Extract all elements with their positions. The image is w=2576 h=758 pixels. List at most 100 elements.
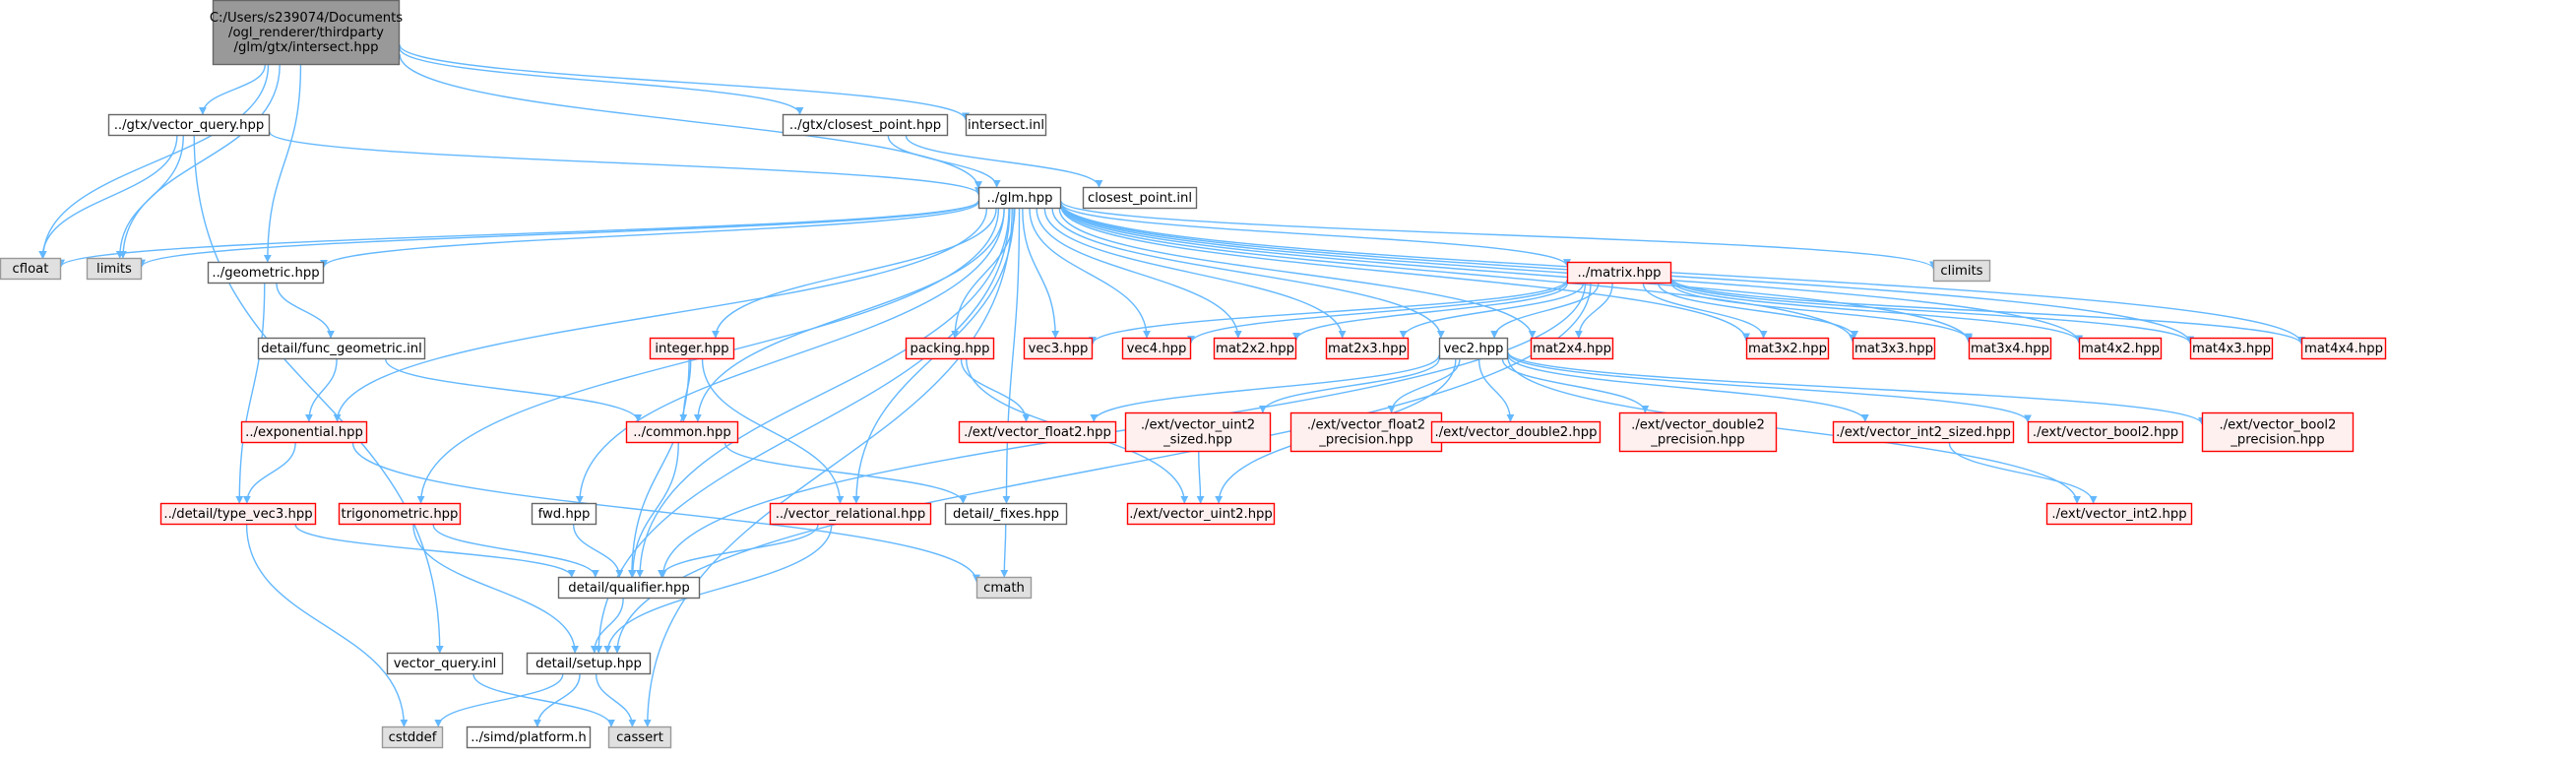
node-label: ../exponential.hpp xyxy=(245,425,363,440)
node-box xyxy=(625,420,739,444)
node-trigonometric-hpp[interactable]: trigonometric.hpp xyxy=(338,502,462,526)
node-climits: climits xyxy=(1932,259,1991,283)
node-vector-double2-hpp[interactable]: ./ext/vector_double2.hpp xyxy=(1430,420,1602,444)
node-vector-uint2-hpp[interactable]: ./ext/vector_uint2.hpp xyxy=(1126,502,1276,526)
node-label: ../glm.hpp xyxy=(987,191,1053,206)
edge-root-to-intersect-inl xyxy=(399,44,970,121)
node-label: ../matrix.hpp xyxy=(1577,266,1661,281)
node-closest-point-hpp[interactable]: ../gtx/closest_point.hpp xyxy=(782,113,949,137)
node-box xyxy=(386,652,504,675)
node-mat3x4-hpp[interactable]: mat3x4.hpp xyxy=(1968,337,2052,360)
edge-trigonometric-hpp-to-qualifier-hpp xyxy=(432,524,599,578)
node-label: mat4x4.hpp xyxy=(2304,342,2383,356)
node-vector-query-inl[interactable]: vector_query.inl xyxy=(386,652,504,675)
edge-glm-hpp-to-mat3x2-hpp xyxy=(1060,206,1750,342)
edge-geometric-hpp-to-func-geometric-inl xyxy=(276,283,335,339)
edge-root-to-closest-point-hpp xyxy=(399,47,804,115)
edge-vec2-hpp-to-vector-uint2-sized-hpp xyxy=(1258,358,1440,413)
node-exponential-hpp[interactable]: ../exponential.hpp xyxy=(240,420,368,444)
node-mat2x2-hpp[interactable]: mat2x2.hpp xyxy=(1213,337,1297,360)
node-mat3x2-hpp[interactable]: mat3x2.hpp xyxy=(1745,337,1830,360)
edge-glm-hpp-to-mat4x4-hpp xyxy=(1060,202,2305,345)
edge-vector-query-hpp-to-cfloat xyxy=(38,135,178,259)
node-common-hpp[interactable]: ../common.hpp xyxy=(625,420,739,444)
node-box xyxy=(1126,502,1276,526)
node-mat2x4-hpp[interactable]: mat2x4.hpp xyxy=(1530,337,1614,360)
node-intersect-inl[interactable]: intersect.inl xyxy=(965,113,1047,137)
node-matrix-hpp[interactable]: ../matrix.hpp xyxy=(1566,261,1672,284)
node-packing-hpp[interactable]: packing.hpp xyxy=(905,337,995,360)
edge-exponential-hpp-to-type-vec3-hpp xyxy=(242,442,296,504)
node-box xyxy=(257,337,426,360)
node-label: mat4x3.hpp xyxy=(2192,342,2271,356)
node-mat4x3-hpp[interactable]: mat4x3.hpp xyxy=(2189,337,2274,360)
node-box xyxy=(1566,261,1672,284)
edge-glm-hpp-to-mat2x2-hpp xyxy=(1036,208,1242,339)
node-box xyxy=(958,420,1117,444)
node-setup-hpp[interactable]: detail/setup.hpp xyxy=(526,652,652,675)
node-vector-float2-precision-hpp[interactable]: ./ext/vector_float2_precision.hpp xyxy=(1289,411,1443,453)
node-mat4x4-hpp[interactable]: mat4x4.hpp xyxy=(2300,337,2387,360)
node-vector-int2-sized-hpp[interactable]: ./ext/vector_int2_sized.hpp xyxy=(1832,420,2015,444)
node-label: ./ext/vector_bool2.hpp xyxy=(2033,425,2178,440)
node-label: ../geometric.hpp xyxy=(212,266,319,281)
node-vec3-hpp[interactable]: vec3.hpp xyxy=(1023,337,1094,360)
node-vec2-hpp[interactable]: vec2.hpp xyxy=(1438,337,1509,360)
edge-glm-hpp-to-setup-hpp xyxy=(595,208,1011,654)
node-vector-uint2-sized-hpp[interactable]: ./ext/vector_uint2_sized.hpp xyxy=(1124,411,1272,453)
node-label: _precision.hpp xyxy=(1650,433,1744,448)
node-label: /ogl_renderer/thirdparty xyxy=(228,26,384,40)
node-mat3x3-hpp[interactable]: mat3x3.hpp xyxy=(1852,337,1936,360)
node-geometric-hpp[interactable]: ../geometric.hpp xyxy=(207,261,325,284)
node-box xyxy=(1745,337,1830,360)
node-label: vec4.hpp xyxy=(1127,342,1187,356)
node-vector-bool2-precision-hpp[interactable]: ./ext/vector_bool2_precision.hpp xyxy=(2201,411,2355,453)
node-closest-point-inl[interactable]: closest_point.inl xyxy=(1082,186,1198,210)
node-vector-double2-precision-hpp[interactable]: ./ext/vector_double2_precision.hpp xyxy=(1618,411,1778,453)
node-label: ./ext/vector_double2 xyxy=(1631,418,1765,433)
edge-glm-hpp-to-vec2-hpp xyxy=(1051,208,1445,339)
node-label: detail/setup.hpp xyxy=(535,657,642,671)
edge-matrix-hpp-to-vec4-hpp xyxy=(1187,281,1568,345)
node-glm-hpp[interactable]: ../glm.hpp xyxy=(977,186,1062,210)
node-vector-float2-hpp[interactable]: ./ext/vector_float2.hpp xyxy=(958,420,1117,444)
node-integer-hpp[interactable]: integer.hpp xyxy=(649,337,735,360)
edge-glm-hpp-to-fwd-hpp xyxy=(575,208,1005,504)
node-fwd-hpp[interactable]: fwd.hpp xyxy=(531,502,597,526)
node-mat2x3-hpp[interactable]: mat2x3.hpp xyxy=(1325,337,1410,360)
node-vector-int2-hpp[interactable]: ./ext/vector_int2.hpp xyxy=(2045,502,2193,526)
node-box xyxy=(207,261,325,284)
node-cmath: cmath xyxy=(975,576,1033,600)
edge-glm-hpp-to-integer-hpp xyxy=(711,208,997,339)
node-label: /glm/gtx/intersect.hpp xyxy=(234,40,379,55)
edge-glm-hpp-to-mat3x3-hpp xyxy=(1060,205,1856,343)
node-vector-relational-hpp[interactable]: ../vector_relational.hpp xyxy=(769,502,932,526)
edge-vec2-hpp-to-vector-int2-hpp xyxy=(1507,356,2081,504)
node-qualifier-hpp[interactable]: detail/qualifier.hpp xyxy=(557,576,701,600)
node-limits: limits xyxy=(86,257,143,281)
node-vec4-hpp[interactable]: vec4.hpp xyxy=(1121,337,1192,360)
node-box xyxy=(965,113,1047,137)
node-label: closest_point.inl xyxy=(1088,191,1192,206)
edge-matrix-hpp-to-mat4x4-hpp xyxy=(1670,278,2305,346)
edge-func-geometric-inl-to-exponential-hpp xyxy=(304,358,338,422)
edge-glm-hpp-to-climits xyxy=(1060,200,1937,270)
node-box xyxy=(2078,337,2163,360)
node-vector-bool2-hpp[interactable]: ./ext/vector_bool2.hpp xyxy=(2027,420,2184,444)
node-mat4x2-hpp[interactable]: mat4x2.hpp xyxy=(2078,337,2163,360)
node-box xyxy=(1932,259,1991,283)
node-func-geometric-inl[interactable]: detail/func_geometric.inl xyxy=(257,337,426,360)
node-fixes-hpp[interactable]: detail/_fixes.hpp xyxy=(944,502,1068,526)
node-label: limits xyxy=(96,262,132,277)
edge-glm-hpp-to-geometric-hpp xyxy=(320,201,979,268)
edge-glm-hpp-to-mat2x4-hpp xyxy=(1058,208,1537,339)
edge-matrix-hpp-to-vec3-hpp xyxy=(1089,279,1568,346)
node-label: mat2x2.hpp xyxy=(1216,342,1294,356)
node-vector-query-hpp[interactable]: ../gtx/vector_query.hpp xyxy=(107,113,271,137)
edge-glm-hpp-to-vec3-hpp xyxy=(1022,208,1060,339)
edge-type-vec3-hpp-to-cstddef xyxy=(245,524,408,727)
node-box xyxy=(1852,337,1936,360)
node-label: ./ext/vector_float2 xyxy=(1307,418,1425,433)
node-platform-h[interactable]: ../simd/platform.h xyxy=(466,726,592,749)
node-type-vec3-hpp[interactable]: ../detail/type_vec3.hpp xyxy=(159,502,317,526)
